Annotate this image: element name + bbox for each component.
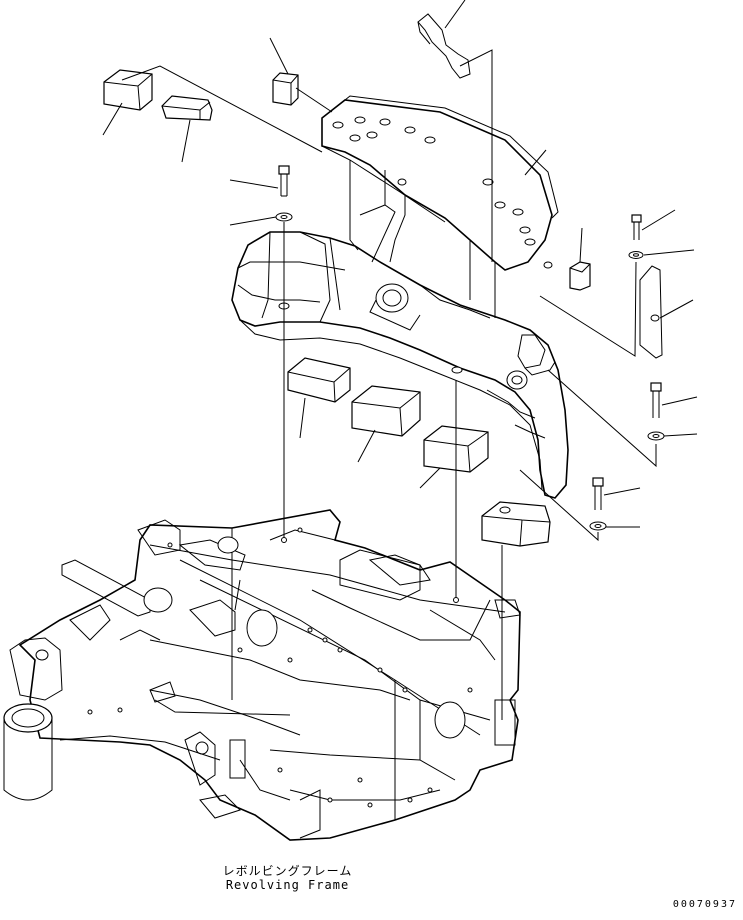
alignment-lines (283, 222, 503, 720)
revolving-frame (3, 509, 521, 841)
caption-english: Revolving Frame (225, 878, 350, 892)
bolts-and-washers (275, 165, 665, 531)
counterweight (231, 95, 569, 547)
caption-japanese: レボルビングフレーム (222, 864, 353, 878)
spacer-blocks (103, 69, 591, 473)
side-bracket (639, 265, 663, 359)
leader-lines (102, 0, 698, 542)
document-number: 00070937 (672, 899, 737, 910)
cover-plate (417, 13, 471, 79)
